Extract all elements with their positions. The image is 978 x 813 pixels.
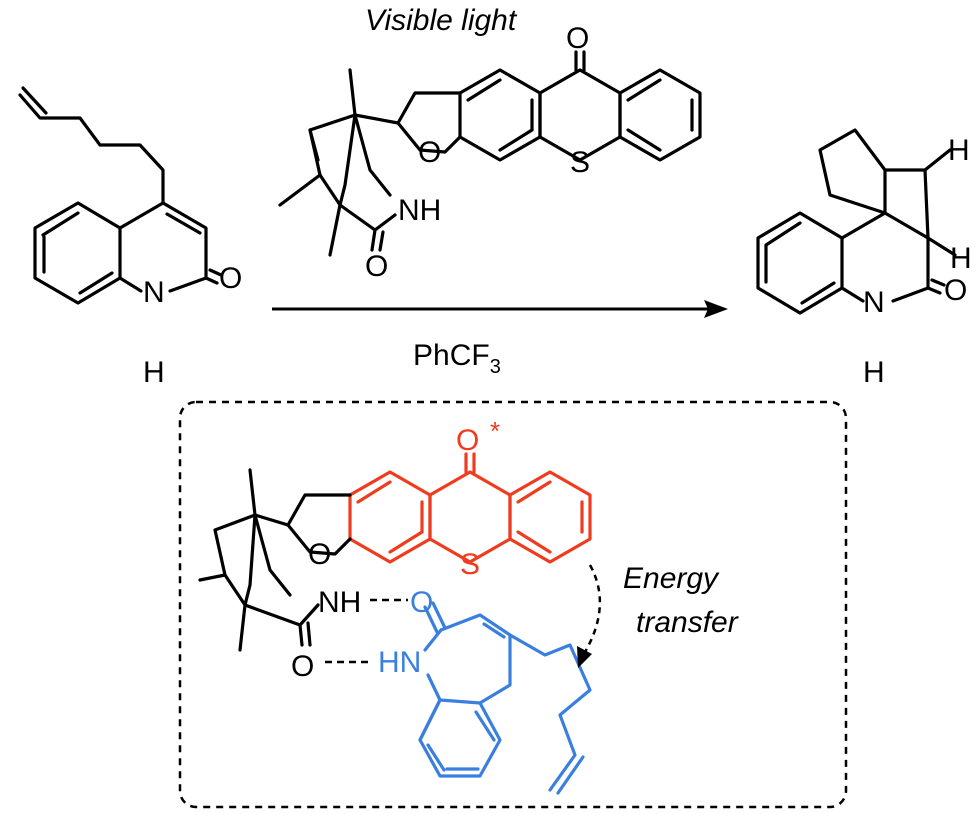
bound-substrate-oxygen: O: [410, 586, 433, 619]
product-h-right: H: [950, 242, 972, 275]
bound-substrate: [418, 601, 592, 795]
inset-furan-oxygen: O: [308, 538, 331, 571]
product-nitrogen: N: [863, 286, 885, 319]
energy-transfer-arrow: [577, 564, 602, 668]
starting-material-quinolinone: [18, 86, 223, 305]
catalyst-furan-oxygen: O: [418, 136, 441, 169]
energy-transfer-label-line1: Energy: [623, 562, 720, 595]
inset-amide-nh: NH: [318, 586, 361, 619]
inset-catalyst-scaffold: [198, 468, 352, 652]
sm-nitrogen-label: N: [143, 276, 165, 309]
catalyst-amide-oxygen: O: [365, 250, 388, 283]
catalyst-sulfur: S: [570, 146, 590, 179]
condition-visible-light: Visible light: [365, 4, 518, 37]
sm-oxygen-label: O: [219, 262, 242, 295]
excited-sulfur: S: [460, 548, 480, 581]
catalyst-structure: [278, 50, 702, 257]
product-oxygen: O: [944, 274, 967, 307]
mechanism-inset-box: [178, 400, 848, 809]
product-nh-hydrogen: H: [863, 356, 885, 389]
product-h-top: H: [948, 134, 970, 167]
excited-ketone-oxygen: O: [456, 424, 479, 457]
condition-solvent: PhCF3: [413, 339, 501, 378]
energy-transfer-label-line2: transfer: [636, 606, 739, 639]
excited-state-marker: *: [490, 416, 500, 446]
excited-thioxanthone-core: [348, 452, 592, 564]
reaction-arrow: [272, 300, 728, 318]
catalyst-ketone-oxygen: O: [566, 22, 589, 55]
catalyst-amide-nh: NH: [398, 194, 441, 227]
product-cyclobutane: [756, 128, 957, 315]
hydrogen-bonds: [325, 598, 408, 664]
bound-substrate-hn: HN: [378, 646, 421, 679]
sm-nh-hydrogen-label: H: [143, 356, 165, 389]
inset-amide-oxygen: O: [291, 650, 314, 683]
